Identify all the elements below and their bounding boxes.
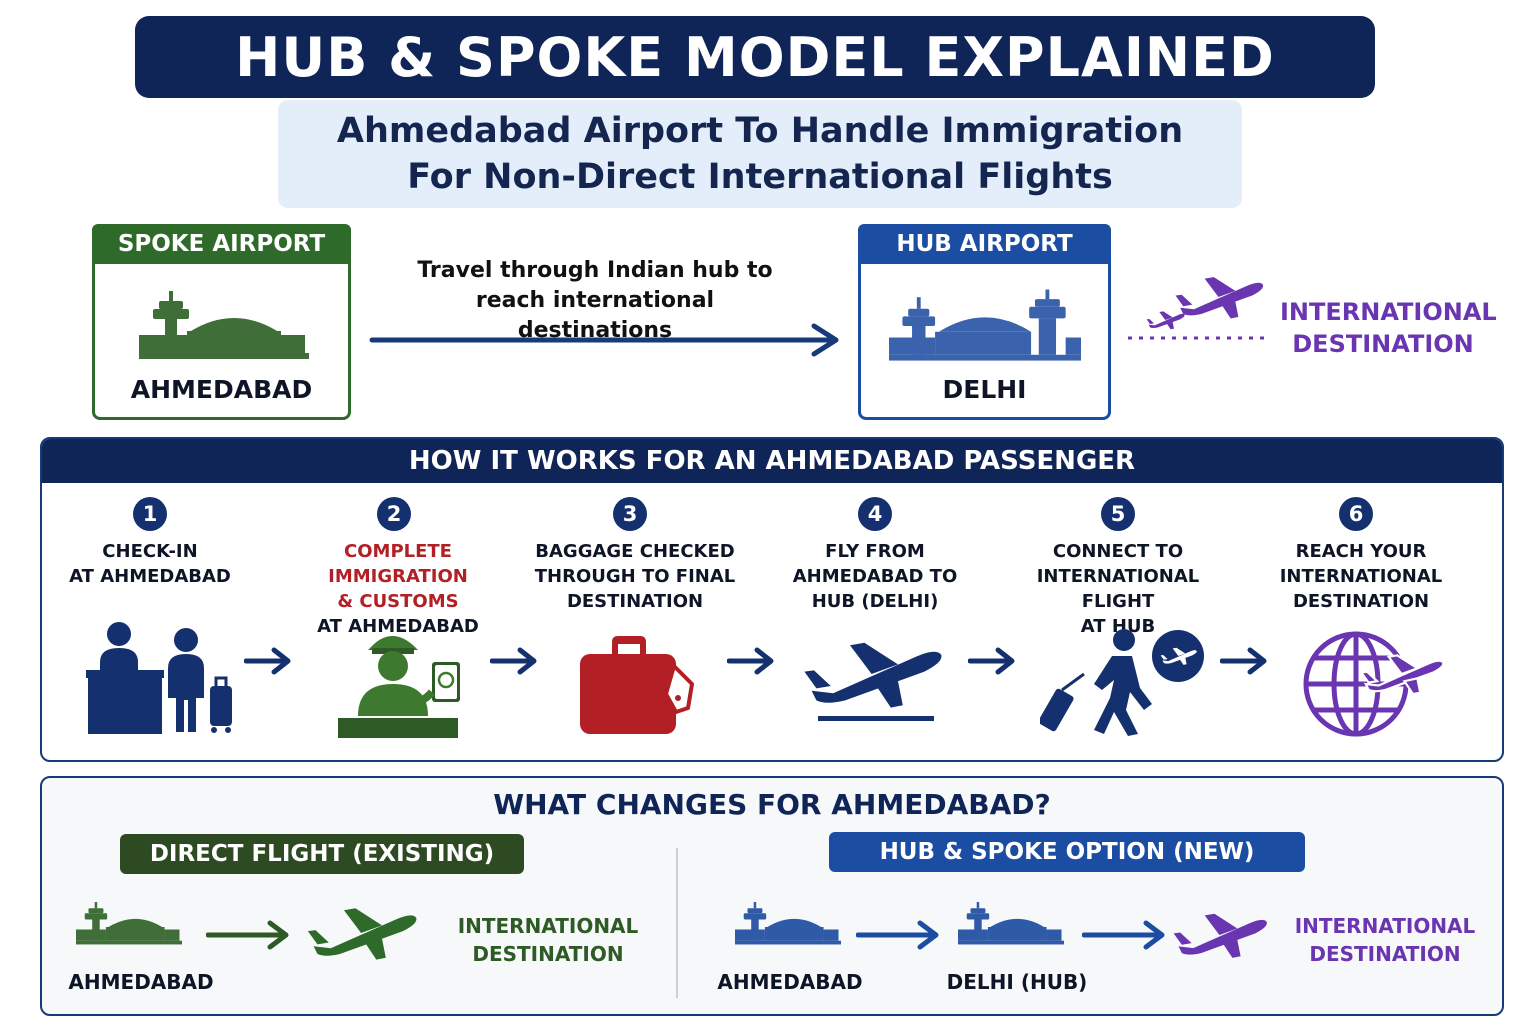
hub-city-label: DELHI — [942, 375, 1027, 404]
spoke-city-label: AHMEDABAD — [130, 375, 313, 404]
step-5-number: 5 — [1101, 497, 1135, 531]
direct-arrow-icon — [206, 920, 289, 950]
hubspoke-arrow-2-icon — [1082, 920, 1165, 950]
step-6-number: 6 — [1339, 497, 1373, 531]
hubspoke-destination-line-1: INTERNATIONAL — [1294, 914, 1476, 938]
direct-flight-label: DIRECT FLIGHT (EXISTING) — [120, 834, 524, 874]
direct-origin-airport-icon — [76, 902, 182, 945]
direct-destination-line-2: DESTINATION — [472, 942, 624, 966]
step-4-line-1: FLY FROM — [825, 541, 925, 562]
step-2-text: COMPLETE IMMIGRATION & CUSTOMS AT AHMEDA… — [272, 539, 524, 639]
title-banner: HUB & SPOKE MODEL EXPLAINED — [135, 16, 1375, 98]
hub-airport-card: HUB AIRPORT DELHI — [858, 224, 1111, 420]
step-4-text: FLY FROM AHMEDABAD TO HUB (DELHI) — [765, 539, 985, 614]
hubspoke-destination-label: INTERNATIONAL DESTINATION — [1290, 912, 1480, 968]
hub-spoke-option-label: HUB & SPOKE OPTION (NEW) — [829, 832, 1305, 872]
immigration-officer-icon — [338, 636, 460, 738]
hubspoke-delhi-airport-icon — [958, 902, 1064, 945]
spoke-airport-icon — [139, 291, 309, 359]
hubspoke-origin-airport-icon — [735, 902, 841, 945]
step-6-line-1: REACH YOUR — [1295, 541, 1427, 562]
destination-line-2: DESTINATION — [1292, 330, 1474, 358]
international-destination-label: INTERNATIONAL DESTINATION — [1280, 296, 1497, 360]
step-arrow-4-icon — [968, 646, 1020, 678]
page-title: HUB & SPOKE MODEL EXPLAINED — [235, 25, 1275, 89]
subtitle-line-1: Ahmedabad Airport To Handle Immigration — [336, 111, 1184, 151]
traveler-connect-icon — [1040, 629, 1204, 736]
suitcase-icon — [580, 636, 694, 734]
hubspoke-origin-label: AHMEDABAD — [717, 970, 863, 994]
what-changes-title: WHAT CHANGES FOR AHMEDABAD? — [493, 788, 1051, 821]
step-arrow-1-icon — [244, 646, 296, 678]
direct-destination-line-1: INTERNATIONAL — [457, 914, 639, 938]
step-5-line-3: AT HUB — [1080, 616, 1156, 637]
globe-plane-icon — [1303, 631, 1445, 737]
step-3-line-1: BAGGAGE CHECKED — [535, 541, 735, 562]
check-in-desk-icon — [86, 622, 232, 734]
step-1-number: 1 — [133, 497, 167, 531]
panel-divider — [676, 848, 678, 998]
step-5-line-2: INTERNATIONAL FLIGHT — [1036, 566, 1200, 612]
how-it-works-title: HOW IT WORKS FOR AN AHMEDABAD PASSENGER — [42, 439, 1502, 483]
what-changes-panel: WHAT CHANGES FOR AHMEDABAD? — [40, 776, 1504, 1016]
hub-airport-header: HUB AIRPORT — [858, 224, 1111, 264]
step-3-line-2: THROUGH TO FINAL — [534, 566, 736, 587]
direct-destination-label: INTERNATIONAL DESTINATION — [455, 912, 641, 968]
direct-plane-icon — [307, 908, 417, 960]
step-2-line-1: COMPLETE IMMIGRATION — [328, 541, 468, 587]
hubspoke-arrow-1-icon — [856, 920, 939, 950]
step-6-text: REACH YOUR INTERNATIONAL DESTINATION — [1252, 539, 1470, 614]
step-arrow-2-icon — [490, 646, 542, 678]
travel-line-1: Travel through Indian hub to — [417, 258, 773, 283]
step-2-line-2: & CUSTOMS — [337, 591, 459, 612]
hub-airport-icon — [889, 289, 1081, 361]
step-1-line-1: CHECK-IN — [102, 541, 198, 562]
spoke-airport-card: SPOKE AIRPORT AHMEDABAD — [92, 224, 351, 420]
step-1-text: CHECK-IN AT AHMEDABAD — [50, 539, 250, 589]
step-5-line-1: CONNECT TO — [1052, 541, 1184, 562]
step-5-text: CONNECT TO INTERNATIONAL FLIGHT AT HUB — [998, 539, 1238, 639]
step-6-line-2: INTERNATIONAL — [1279, 566, 1443, 587]
step-2-number: 2 — [377, 497, 411, 531]
step-3-line-3: DESTINATION — [566, 591, 704, 612]
hubspoke-destination-line-2: DESTINATION — [1309, 942, 1461, 966]
step-3-number: 3 — [613, 497, 647, 531]
spoke-airport-header: SPOKE AIRPORT — [92, 224, 351, 264]
step-arrow-3-icon — [727, 646, 779, 678]
step-6-line-3: DESTINATION — [1292, 591, 1430, 612]
step-arrow-5-icon — [1220, 646, 1272, 678]
travel-description: Travel through Indian hub to reach inter… — [395, 256, 795, 346]
hubspoke-plane-icon — [1173, 913, 1267, 958]
step-4-line-2: AHMEDABAD TO — [792, 566, 958, 587]
step-1-line-2: AT AHMEDABAD — [69, 566, 231, 587]
direct-origin-label: AHMEDABAD — [68, 970, 214, 994]
international-route-icon — [1128, 277, 1268, 340]
subtitle-line-2: For Non-Direct International Flights — [407, 157, 1113, 197]
subtitle-panel: Ahmedabad Airport To Handle Immigration … — [278, 100, 1242, 208]
destination-line-1: INTERNATIONAL — [1280, 298, 1497, 326]
plane-takeoff-icon — [804, 642, 942, 721]
step-3-text: BAGGAGE CHECKED THROUGH TO FINAL DESTINA… — [520, 539, 750, 614]
step-4-number: 4 — [858, 497, 892, 531]
step-4-line-3: HUB (DELHI) — [811, 591, 939, 612]
step-2-line-3: AT AHMEDABAD — [317, 616, 479, 637]
how-it-works-panel: HOW IT WORKS FOR AN AHMEDABAD PASSENGER — [40, 437, 1504, 762]
hubspoke-via-label: DELHI (HUB) — [946, 970, 1088, 994]
spoke-to-hub-arrow — [369, 323, 839, 357]
